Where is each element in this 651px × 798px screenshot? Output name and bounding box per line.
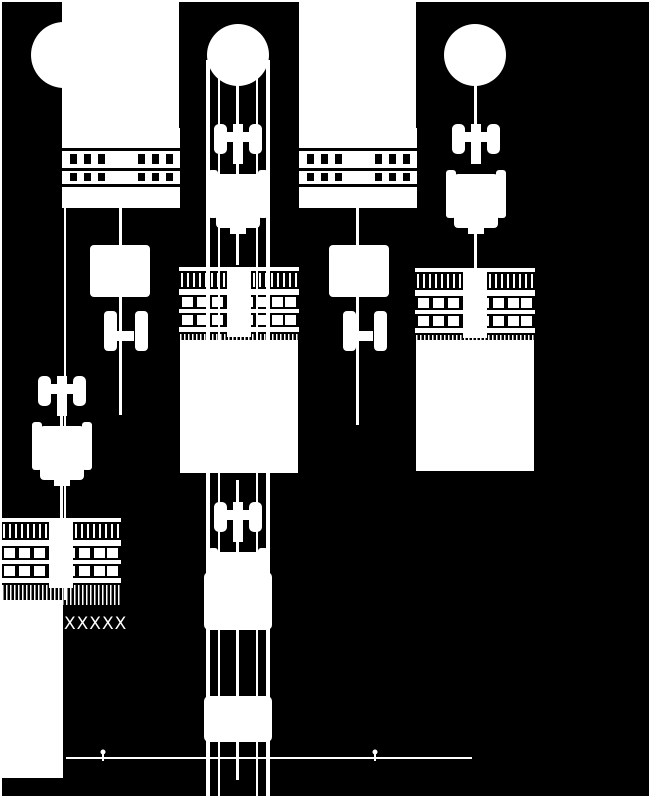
- field-strip: [0, 600, 63, 778]
- field-strip: [416, 340, 534, 471]
- circle-marker: [207, 24, 269, 86]
- tractor: [329, 245, 389, 351]
- tractor: [208, 124, 268, 234]
- circle-marker: [444, 24, 506, 86]
- field-strip: [180, 340, 298, 473]
- tractor: [90, 245, 150, 351]
- seed-drill: [1, 518, 121, 605]
- seed-drill: [62, 128, 180, 208]
- tractor: [32, 376, 92, 486]
- measurement-line: [66, 749, 472, 761]
- tramline: [206, 60, 270, 798]
- diagram-label: XXXXX: [64, 614, 128, 634]
- tractor: [204, 696, 272, 742]
- tractor: [204, 572, 272, 630]
- tractor: [446, 124, 506, 234]
- boundary-line: [64, 0, 66, 600]
- seed-drill: [299, 128, 417, 208]
